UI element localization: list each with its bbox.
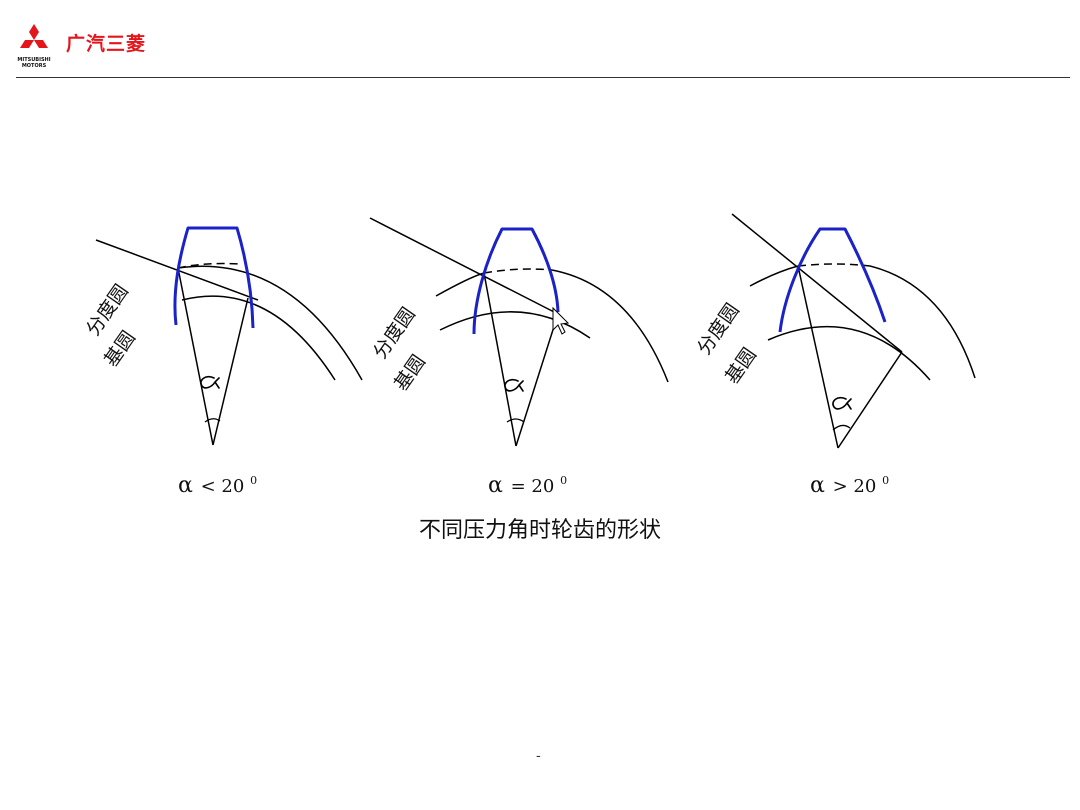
diagram-caption: 不同压力角时轮齿的形状 bbox=[418, 518, 661, 543]
panel-alpha-less-than-20: 分度圆 基圆 α < 20 0 bbox=[82, 226, 363, 498]
label-pitch-circle: 分度圆 bbox=[693, 300, 744, 359]
mouse-pointer-icon bbox=[552, 306, 570, 335]
pitch-circle-arc bbox=[177, 265, 363, 381]
radius-to-tangent-point bbox=[837, 351, 903, 449]
pitch-circle-dashed bbox=[483, 268, 553, 274]
mitsubishi-three-diamonds-icon bbox=[20, 24, 48, 48]
radius-to-pitch-point bbox=[797, 265, 839, 449]
base-circle-arc bbox=[767, 325, 931, 381]
label-base-circle: 基圆 bbox=[721, 344, 761, 388]
formula-value: 20 bbox=[853, 476, 876, 497]
formula-alpha: α bbox=[810, 473, 825, 498]
radius-to-tangent-point bbox=[212, 297, 249, 446]
formula-degree: 0 bbox=[882, 474, 889, 487]
formula-value: 20 bbox=[221, 476, 244, 497]
logo-text-mitsubishi: MITSUBISHI bbox=[17, 57, 51, 63]
panel-alpha-equals-20: 分度圆 基圆 α = 20 0 bbox=[369, 217, 669, 498]
line-of-action bbox=[731, 213, 903, 353]
alpha-symbol-icon bbox=[200, 375, 220, 389]
angle-arc bbox=[204, 418, 221, 423]
alpha-symbol-icon bbox=[504, 378, 524, 392]
logo-text-motors: MOTORS bbox=[21, 63, 47, 69]
header-divider bbox=[16, 77, 1070, 78]
pitch-circle-arc bbox=[435, 272, 485, 297]
base-circle-arc bbox=[181, 295, 336, 381]
brand-name: 广汽三菱 bbox=[66, 33, 147, 55]
formula-relation: = bbox=[511, 476, 526, 497]
radius-to-pitch-point bbox=[177, 267, 214, 446]
gear-tooth-outline bbox=[173, 226, 255, 329]
radius-to-tangent-point bbox=[515, 313, 559, 447]
base-circle-arc bbox=[439, 311, 591, 339]
angle-arc bbox=[506, 418, 525, 423]
alpha-symbol-icon bbox=[832, 396, 852, 410]
formula-relation: > bbox=[833, 476, 848, 497]
angle-arc bbox=[832, 424, 851, 431]
formula-alpha: α bbox=[488, 473, 503, 498]
radius-to-pitch-point bbox=[483, 272, 517, 447]
formula-alpha: α bbox=[178, 473, 193, 498]
formula-degree: 0 bbox=[560, 474, 567, 487]
gear-tooth-outline bbox=[778, 227, 887, 333]
pitch-circle-dashed bbox=[177, 262, 241, 269]
formula-degree: 0 bbox=[250, 474, 257, 487]
panel-alpha-greater-than-20: 分度圆 基圆 α > 20 0 bbox=[693, 213, 976, 498]
page-marker: - bbox=[536, 748, 541, 764]
line-of-action bbox=[369, 217, 559, 315]
label-base-circle: 基圆 bbox=[100, 327, 140, 371]
pitch-circle-arc-right bbox=[869, 265, 976, 379]
formula-value: 20 bbox=[531, 476, 554, 497]
formula-panel-2: α = 20 0 bbox=[488, 473, 567, 498]
formula-panel-1: α < 20 0 bbox=[178, 473, 257, 498]
label-base-circle: 基圆 bbox=[390, 351, 430, 395]
slide-header: MITSUBISHI MOTORS 广汽三菱 bbox=[0, 0, 1080, 80]
gear-tooth-outline bbox=[472, 227, 560, 335]
formula-panel-3: α > 20 0 bbox=[810, 473, 889, 498]
pitch-circle-arc bbox=[749, 265, 799, 287]
formula-relation: < bbox=[201, 476, 216, 497]
pitch-circle-dashed bbox=[797, 263, 871, 267]
pitch-circle-arc-right bbox=[551, 269, 669, 383]
